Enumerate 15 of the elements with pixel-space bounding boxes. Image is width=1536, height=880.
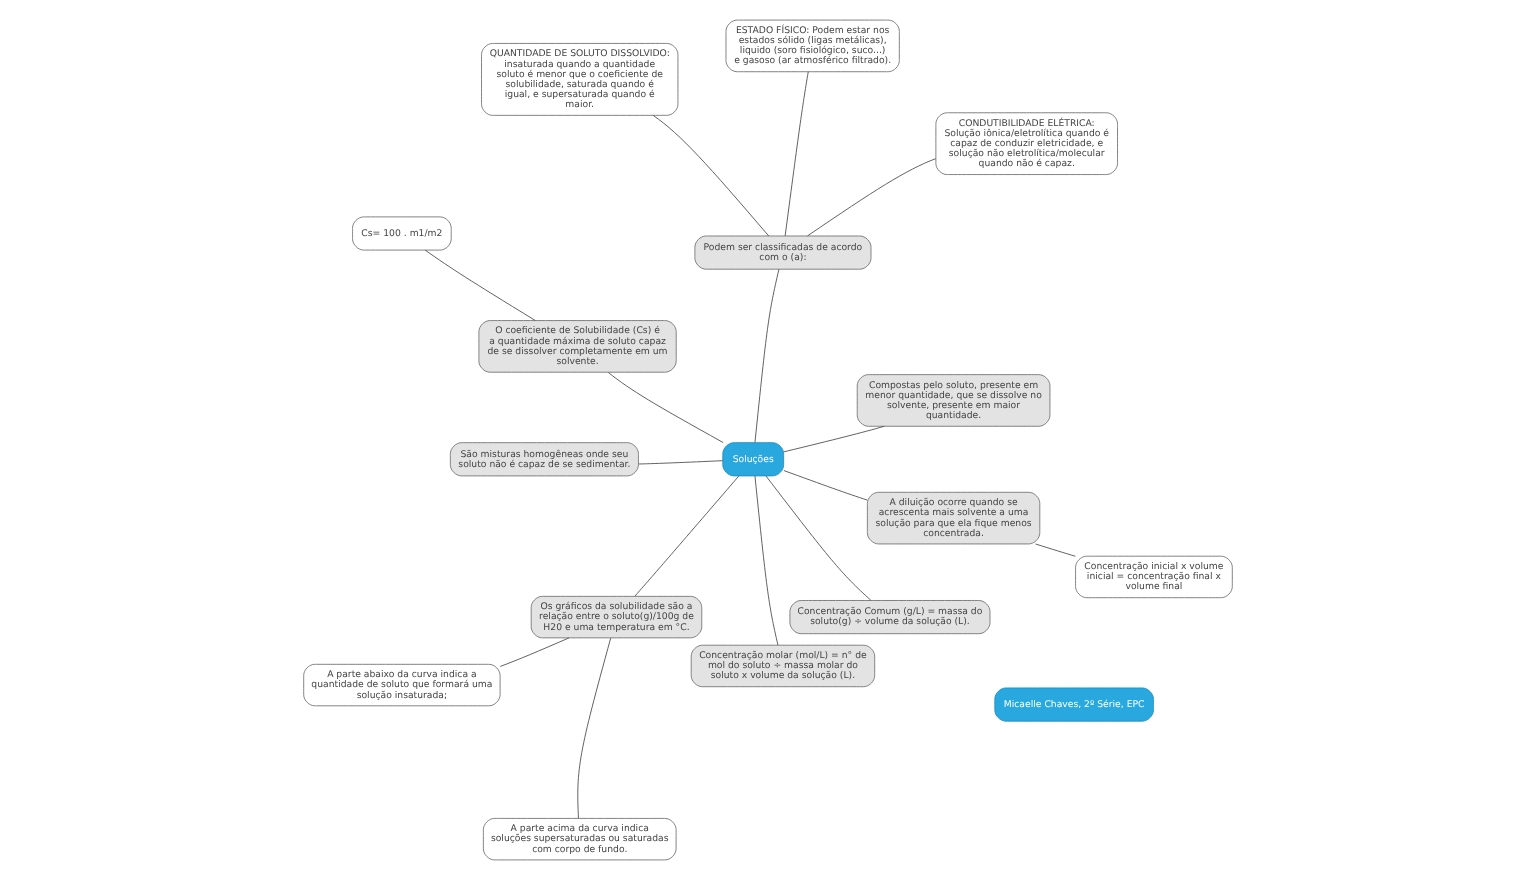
connector (765, 475, 872, 601)
connector (754, 268, 780, 443)
connector (577, 637, 612, 819)
connector (784, 71, 809, 237)
connector (652, 115, 770, 237)
connector (634, 475, 740, 597)
connector (607, 372, 724, 443)
connector (807, 158, 937, 237)
connector (783, 425, 885, 453)
connector (783, 470, 868, 501)
connector (499, 637, 570, 667)
connector (1035, 543, 1076, 557)
connector (424, 249, 536, 321)
connector (638, 460, 724, 465)
connector (754, 475, 779, 646)
